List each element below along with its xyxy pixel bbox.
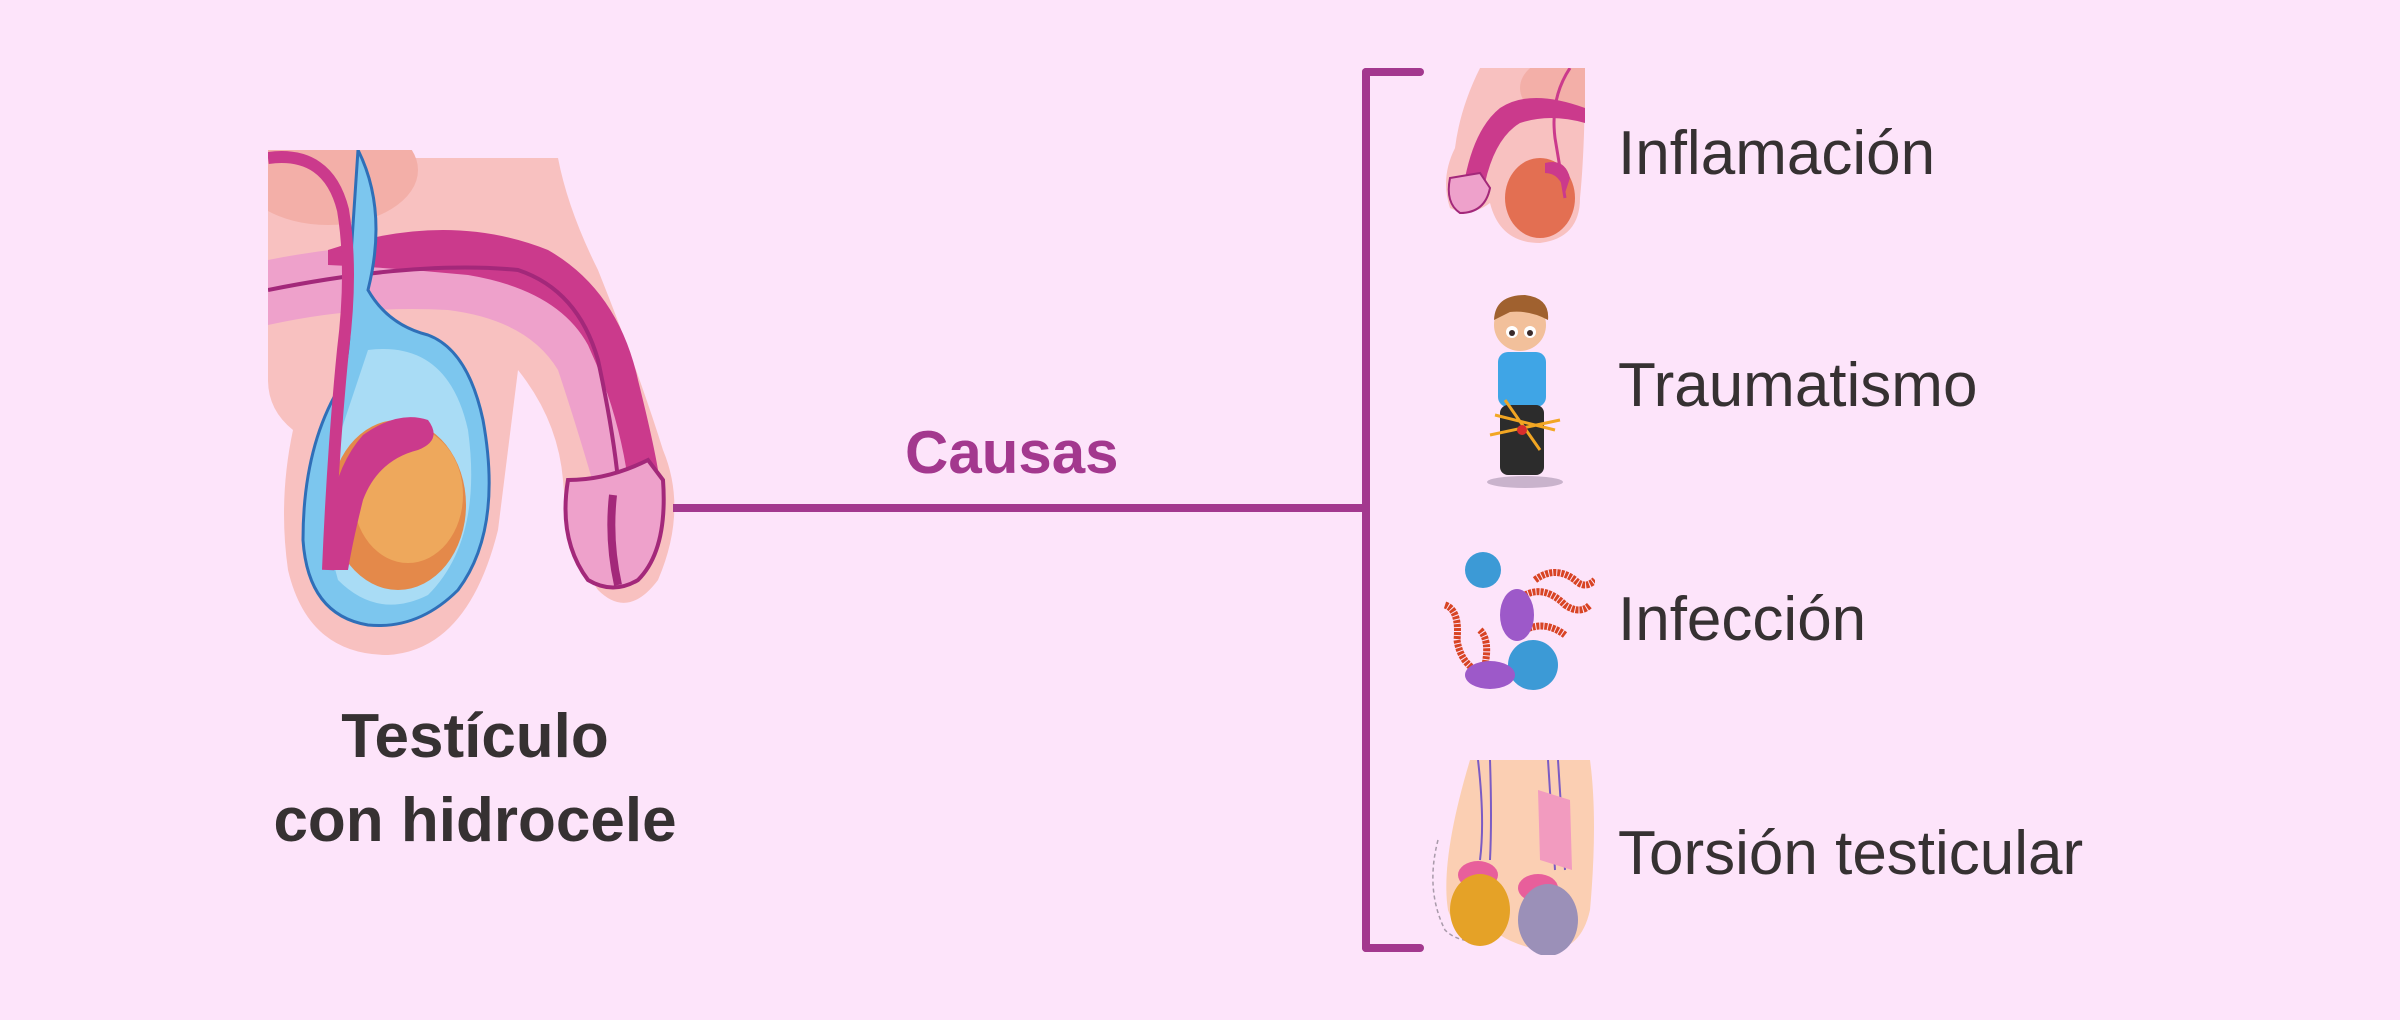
testicular-torsion-icon xyxy=(1432,760,1594,955)
main-label: Testículo con hidrocele xyxy=(230,695,720,863)
bacteria-icon xyxy=(1443,552,1595,690)
main-label-line2: con hidrocele xyxy=(273,786,677,855)
connector-line xyxy=(673,504,1370,512)
cause-torsion-testicular: Torsión testicular xyxy=(1618,819,2084,888)
bracket-bottom-arm xyxy=(1362,944,1424,952)
injured-boy-icon xyxy=(1487,295,1563,488)
causes-label: Causas xyxy=(905,419,1119,486)
cause-traumatismo: Traumatismo xyxy=(1618,351,1978,420)
hydrocele-illustration-icon xyxy=(268,150,675,655)
bracket-vertical xyxy=(1362,68,1370,952)
cause-infeccion: Infección xyxy=(1618,585,1867,654)
main-label-line1: Testículo xyxy=(341,702,609,771)
inflamed-testicle-icon xyxy=(1446,68,1585,243)
bracket-top-arm xyxy=(1362,68,1424,76)
cause-inflamacion: Inflamación xyxy=(1618,119,1936,188)
